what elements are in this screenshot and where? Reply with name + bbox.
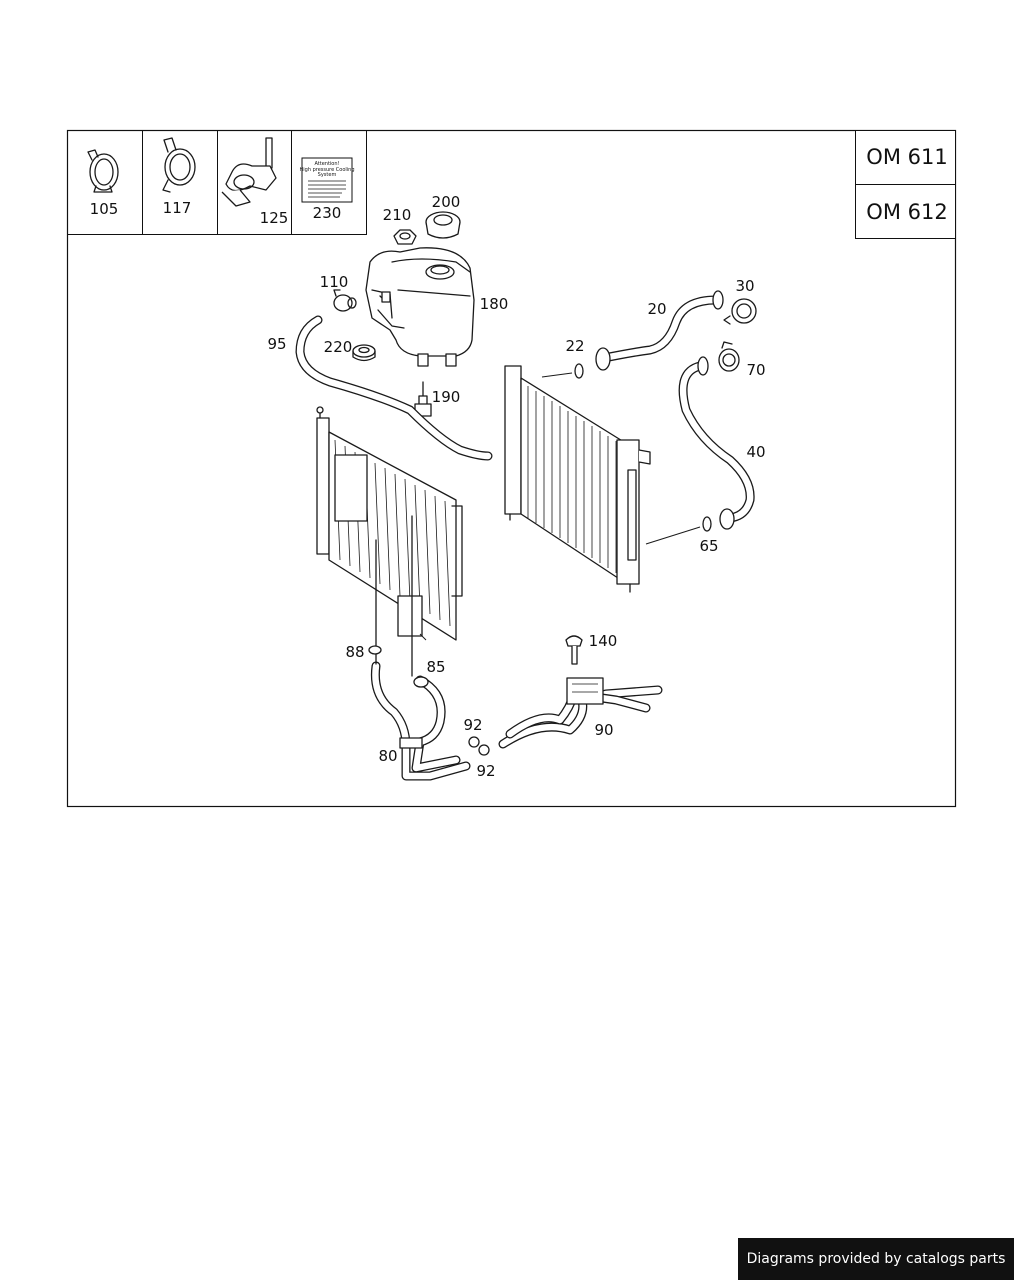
engine-variant-box: OM 611 OM 612: [855, 130, 956, 239]
callout-70[interactable]: 70: [746, 361, 765, 379]
callout-210[interactable]: 210: [383, 206, 412, 224]
callout-220[interactable]: 220: [324, 338, 353, 356]
spring-clamp-117-icon[interactable]: [162, 137, 196, 193]
callout-22[interactable]: 22: [565, 337, 584, 355]
leader-lines: [419, 372, 701, 641]
lower-hose-40[interactable]: [678, 356, 755, 530]
callout-140[interactable]: 140: [589, 632, 618, 650]
callout-110[interactable]: 110: [320, 273, 349, 291]
callout-88[interactable]: 88: [345, 643, 364, 661]
callout-30[interactable]: 30: [735, 277, 754, 295]
callout-200[interactable]: 200: [432, 193, 461, 211]
footer-credit: Diagrams provided by catalogs parts: [738, 1238, 1014, 1280]
callout-80[interactable]: 80: [378, 747, 397, 765]
legend-label-230: 230: [313, 204, 342, 222]
clamp-110[interactable]: [333, 289, 357, 312]
clamp-30[interactable]: [723, 298, 757, 325]
rubber-mount-220[interactable]: [352, 344, 376, 362]
clip-92-lower[interactable]: [478, 744, 490, 756]
legend-strip: 105 117 125 Attention! High pressure Coo…: [67, 130, 367, 235]
callout-85[interactable]: 85: [426, 658, 445, 676]
callout-95[interactable]: 95: [267, 335, 286, 353]
callout-labels: 210 200 110 180 30 20 95 220 22 70 190 4…: [267, 193, 765, 780]
callout-90[interactable]: 90: [594, 721, 613, 739]
o-ring-88[interactable]: [368, 645, 382, 655]
engine-variant-om611[interactable]: OM 611: [866, 145, 947, 169]
callout-180[interactable]: 180: [480, 295, 509, 313]
radiator[interactable]: [504, 365, 651, 593]
bolt-140[interactable]: [565, 635, 583, 665]
clip-92-upper[interactable]: [468, 736, 480, 748]
callout-20[interactable]: 20: [647, 300, 666, 318]
callout-65[interactable]: 65: [699, 537, 718, 555]
warning-label-line-2: System: [318, 172, 337, 178]
nut-210[interactable]: [393, 229, 417, 245]
callout-190[interactable]: 190: [432, 388, 461, 406]
warning-label-line-1: High pressure Cooling: [300, 167, 355, 173]
callout-92-lower[interactable]: 92: [476, 762, 495, 780]
o-ring-65[interactable]: [702, 516, 712, 532]
filler-cap-200[interactable]: [425, 211, 461, 239]
diagram-frame: [66, 129, 957, 808]
legend-label-125: 125: [260, 209, 289, 227]
warning-label-title: Attention!: [314, 161, 339, 167]
upper-hose-20[interactable]: [595, 290, 724, 371]
warning-label-230-icon[interactable]: Attention! High pressure Cooling System: [300, 157, 355, 203]
expansion-tank-180[interactable]: [365, 247, 475, 367]
legend-label-117: 117: [163, 199, 192, 217]
callout-40[interactable]: 40: [746, 443, 765, 461]
vent-hose-95[interactable]: [295, 315, 493, 461]
o-ring-85[interactable]: [413, 676, 429, 688]
hose-clamp-105-icon[interactable]: [87, 149, 119, 193]
heater-pipes-90[interactable]: [498, 677, 663, 749]
ac-pipes-80[interactable]: [370, 515, 471, 781]
engine-variant-om612[interactable]: OM 612: [866, 200, 947, 224]
callout-92-upper[interactable]: 92: [463, 716, 482, 734]
level-sensor-190[interactable]: [414, 381, 432, 417]
o-ring-22[interactable]: [574, 363, 584, 379]
bracket-clip-125-icon[interactable]: [221, 137, 277, 207]
ac-condenser[interactable]: [316, 406, 463, 641]
legend-label-105: 105: [90, 200, 119, 218]
clamp-70[interactable]: [718, 341, 740, 372]
